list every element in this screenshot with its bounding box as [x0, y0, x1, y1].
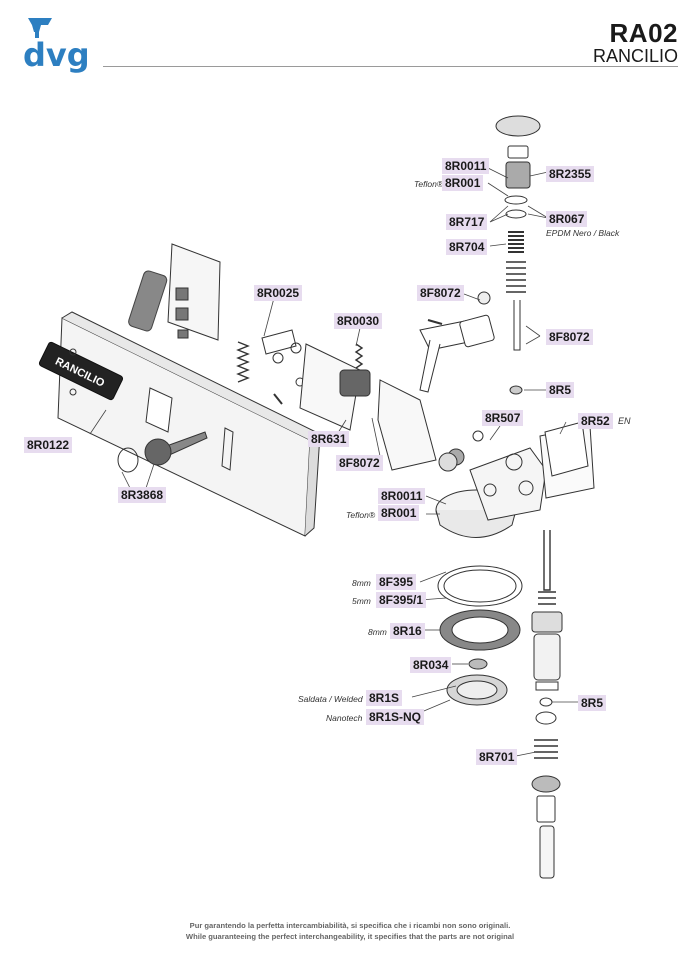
note-teflon-mid: Teflon®	[346, 510, 376, 520]
part-label-8r034[interactable]: 8R034	[410, 657, 452, 673]
brand-name: RANCILIO	[592, 46, 678, 66]
part-label-8f395[interactable]: 8F395	[376, 574, 417, 590]
dvg-logo: dvg	[22, 16, 102, 78]
springs-cluster	[236, 329, 305, 405]
part-label-8r0030[interactable]: 8R0030	[334, 313, 383, 329]
part-label-8r717[interactable]: 8R717	[446, 214, 488, 230]
front-panel: RANCILIO	[38, 311, 322, 537]
valve-column-bottom	[531, 530, 563, 879]
note-5mm: 5mm	[352, 596, 371, 606]
note-epdm: EPDM Nero / Black	[546, 228, 620, 238]
part-label-8r0122[interactable]: 8R0122	[24, 437, 73, 453]
part-label-8r701[interactable]: 8R701	[476, 749, 518, 765]
note-8mm-b: 8mm	[368, 627, 387, 637]
steam-knob	[117, 431, 208, 473]
note-teflon-top: Teflon®	[414, 179, 444, 189]
part-label-8r0011-top[interactable]: 8R0011	[442, 158, 490, 174]
footer-disclaimer-english: While guaranteeing the perfect interchan…	[185, 932, 515, 941]
part-label-8r3868[interactable]: 8R3868	[118, 487, 167, 503]
gasket-plate	[544, 421, 589, 477]
part-label-8f8072-c[interactable]: 8F8072	[336, 455, 383, 471]
logo-text: dvg	[23, 36, 90, 74]
part-label-8r1s[interactable]: 8R1S	[366, 690, 403, 706]
dvg-logo-mark: dvg	[23, 18, 90, 74]
part-label-8f8072-a[interactable]: 8F8072	[417, 285, 464, 301]
footer-disclaimer-italian: Pur garantendo la perfetta intercambiabi…	[189, 921, 511, 930]
part-label-8r704[interactable]: 8R704	[446, 239, 488, 255]
part-label-8r001-mid[interactable]: 8R001	[378, 505, 420, 521]
part-label-8r507[interactable]: 8R507	[482, 410, 524, 426]
lever-mechanism	[299, 291, 495, 471]
note-8mm-a: 8mm	[352, 578, 371, 588]
part-label-8r067[interactable]: 8R067	[546, 211, 588, 227]
note-en: EN	[618, 416, 631, 426]
part-label-8f8072-b[interactable]: 8F8072	[546, 329, 593, 345]
switch-bracket	[128, 243, 221, 341]
leader-lines	[89, 167, 580, 757]
part-label-8r5-b[interactable]: 8R5	[578, 695, 607, 711]
part-label-8r1s-nq[interactable]: 8R1S-NQ	[366, 709, 425, 725]
part-label-8r0011-mid[interactable]: 8R0011	[378, 488, 426, 504]
part-label-8r0025[interactable]: 8R0025	[254, 285, 303, 301]
part-label-8r16[interactable]: 8R16	[390, 623, 425, 639]
header-divider	[103, 66, 678, 67]
note-saldata: Saldata / Welded	[298, 694, 363, 704]
part-label-8r2355[interactable]: 8R2355	[546, 166, 595, 182]
part-label-8r5-a[interactable]: 8R5	[546, 382, 575, 398]
part-label-8r001-top[interactable]: 8R001	[442, 175, 484, 191]
page-code: RA02	[609, 18, 678, 48]
lower-seals	[437, 565, 523, 706]
part-label-8r52[interactable]: 8R52	[578, 413, 613, 429]
part-label-8r631[interactable]: 8R631	[308, 431, 350, 447]
valve-column-top	[495, 115, 541, 395]
part-label-8f395-1[interactable]: 8F395/1	[376, 592, 427, 608]
note-nanotech: Nanotech	[326, 713, 363, 723]
